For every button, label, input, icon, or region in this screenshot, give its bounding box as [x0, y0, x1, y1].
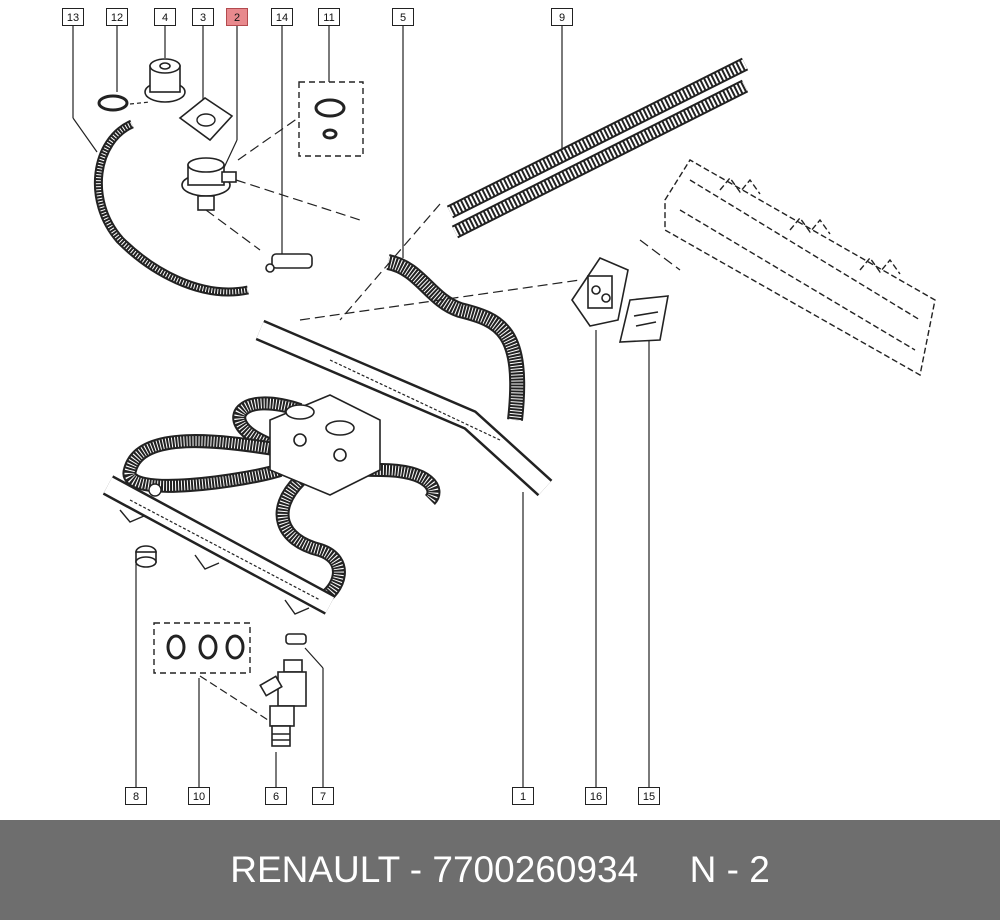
intake-manifold-reference [664, 159, 936, 377]
o-ring-12 [97, 94, 129, 112]
fuel-injector-6 [259, 659, 307, 747]
footer-gap [638, 849, 689, 890]
mounting-bracket-15 [618, 295, 669, 343]
callout-6: 6 [265, 787, 287, 805]
seal-a [166, 634, 186, 660]
guide-2 [205, 209, 261, 251]
callout-15: 15 [638, 787, 660, 805]
arrow-12 [129, 101, 151, 105]
callout-12: 12 [106, 8, 128, 26]
guide-injector [199, 675, 269, 721]
guide-6 [639, 239, 681, 271]
guide-3 [237, 117, 299, 161]
guide-4 [299, 279, 581, 321]
callout-4: 4 [154, 8, 176, 26]
o-ring-large [314, 98, 346, 118]
relay-bracket-16 [571, 257, 629, 327]
callout-1: 1 [512, 787, 534, 805]
fuel-rail-upper [255, 319, 553, 497]
o-ring-small [322, 128, 338, 140]
fuel-lines-9 [446, 57, 749, 239]
part-footer-bar: RENAULT - 7700260934 N - 2 [0, 820, 1000, 920]
kit-box-10 [153, 622, 251, 674]
gasket-hole [196, 113, 216, 127]
callout-10: 10 [188, 787, 210, 805]
fuel-rail-lower [102, 475, 336, 615]
fuel-injection-exploded-diagram [72, 26, 936, 787]
callout-11: 11 [318, 8, 340, 26]
injector-clip-7 [285, 633, 307, 645]
diagram-position: N - 2 [689, 849, 770, 890]
callout-13: 13 [62, 8, 84, 26]
retaining-nut-8 [135, 545, 157, 568]
injector-block [269, 394, 381, 496]
leader-13b [72, 117, 98, 153]
callout-16: 16 [585, 787, 607, 805]
kit-box-11 [298, 81, 364, 157]
gasket-plate-3 [178, 97, 234, 142]
t-connector-14 [265, 253, 313, 273]
part-number: 7700260934 [432, 849, 639, 890]
callout-3: 3 [192, 8, 214, 26]
vacuum-hose-13 [94, 119, 249, 297]
brand-name: RENAULT [230, 849, 400, 890]
leader-7b [304, 647, 324, 669]
callout-2-highlighted: 2 [226, 8, 248, 26]
guide-5 [339, 203, 441, 321]
callout-8: 8 [125, 787, 147, 805]
callout-7: 7 [312, 787, 334, 805]
guide-1 [235, 179, 361, 221]
callout-9: 9 [551, 8, 573, 26]
pressure-regulator-4 [144, 58, 186, 103]
seal-b [198, 634, 218, 660]
callout-5: 5 [392, 8, 414, 26]
callout-14: 14 [271, 8, 293, 26]
seal-c [225, 634, 245, 660]
footer-separator: - [399, 849, 433, 890]
fuel-pressure-regulator-2 [181, 157, 237, 211]
